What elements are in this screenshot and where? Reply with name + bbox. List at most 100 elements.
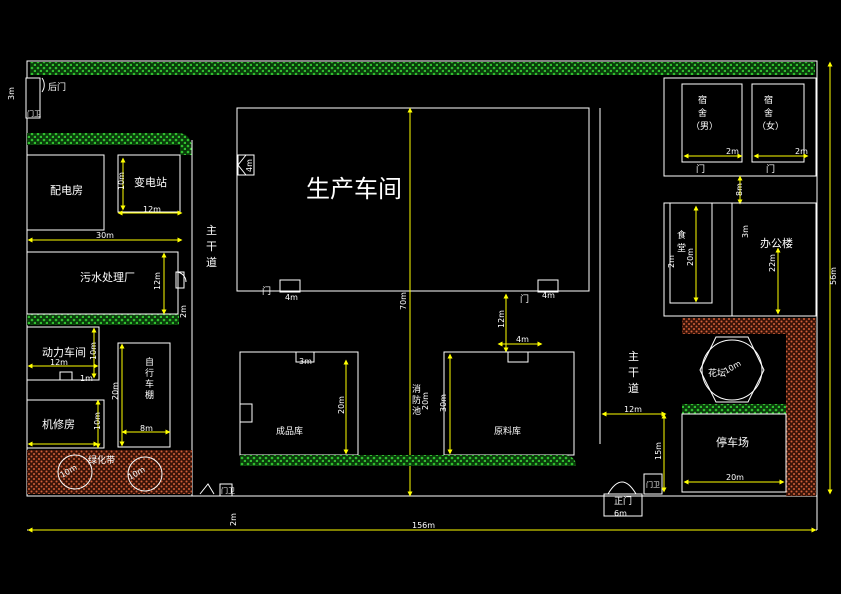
svg-text:门卫: 门卫 bbox=[221, 486, 235, 495]
back-gate[interactable]: 门卫 bbox=[25, 77, 45, 119]
back-gate-label: 后门 bbox=[48, 81, 66, 93]
machine-room bbox=[26, 399, 105, 449]
sewage-plant-label: 污水处理厂 bbox=[80, 271, 135, 284]
flower-circle bbox=[701, 339, 763, 401]
finished-door[interactable] bbox=[295, 351, 315, 363]
dim-canteen-w: 2m bbox=[667, 255, 676, 268]
dim-workshop-door3: 4m bbox=[542, 291, 555, 300]
dim-raw-h: 30m bbox=[439, 394, 448, 412]
dim-raw-door: 4m bbox=[516, 335, 529, 344]
workshop-door-label-2: 门 bbox=[520, 293, 529, 305]
distribution-room bbox=[26, 154, 105, 231]
dim-parking-h: 15m bbox=[654, 442, 663, 460]
paving-strip bbox=[682, 318, 816, 334]
flower-bed-label: 花坛 bbox=[708, 367, 726, 379]
dorm-zone bbox=[663, 77, 817, 177]
dim-parking-w: 20m bbox=[726, 473, 744, 482]
raw-door[interactable] bbox=[507, 351, 529, 363]
dorm-male bbox=[681, 83, 743, 163]
main-road-right: 主干道 bbox=[628, 350, 639, 395]
power-workshop-label: 动力车间 bbox=[42, 345, 86, 359]
dim-machine-h: 10m bbox=[93, 412, 102, 430]
distribution-room-label: 配电房 bbox=[50, 184, 83, 197]
main-gate[interactable] bbox=[603, 481, 643, 517]
dim-flower: 10m bbox=[723, 359, 743, 376]
dorm-female-label: 宿舍（女） bbox=[757, 94, 784, 132]
parking-label: 停车场 bbox=[716, 435, 749, 449]
dim-workshop-h: 70m bbox=[399, 292, 408, 310]
raw-store bbox=[443, 351, 575, 456]
dim-workshop-door2: 4m bbox=[285, 293, 298, 302]
workshop-door-label: 门 bbox=[262, 285, 271, 297]
dim-bike-w: 8m bbox=[140, 424, 153, 433]
dorm-male-door: 门 bbox=[696, 163, 705, 175]
back-gate-tag: 门卫 bbox=[27, 109, 41, 118]
fire-pool-label: 消防池 bbox=[412, 383, 421, 417]
flower-bed bbox=[699, 336, 765, 403]
small-guardhouse[interactable]: 门卫 bbox=[199, 483, 235, 497]
dim-power-h: 10m bbox=[89, 342, 98, 360]
finished-side-door[interactable] bbox=[239, 403, 253, 423]
paving-column bbox=[786, 318, 816, 496]
dim-road-gap: 12m bbox=[497, 310, 506, 328]
machine-room-label: 机修房 bbox=[42, 417, 75, 431]
dim-gate-w: 6m bbox=[614, 509, 627, 518]
production-workshop-label: 生产车间 bbox=[306, 175, 402, 203]
dim-dorm-w2: 2m bbox=[795, 147, 808, 156]
left-hedge-strip bbox=[27, 314, 179, 325]
office-label: 办公楼 bbox=[760, 236, 793, 250]
production-workshop bbox=[236, 107, 590, 292]
left-hedge bbox=[27, 133, 192, 155]
dim-finished-door: 3m bbox=[299, 357, 312, 366]
dim-top-gap: 3m bbox=[7, 87, 16, 100]
sewage-plant bbox=[26, 251, 179, 315]
dim-sewage-gap: 2m bbox=[179, 305, 188, 318]
dim-right-road: 12m bbox=[624, 405, 642, 414]
dim-dorm-gap: 8m bbox=[735, 183, 744, 196]
bike-shed bbox=[117, 342, 171, 448]
dim-left-band: 30m bbox=[96, 231, 114, 240]
dim-total-height: 56m bbox=[829, 267, 838, 285]
main-gate-label: 正门 bbox=[614, 495, 632, 507]
parking-hedge bbox=[682, 404, 786, 414]
dorm-female bbox=[751, 83, 805, 163]
dim-substation-h: 10m bbox=[117, 172, 126, 190]
dim-workshop-door1: 4m bbox=[245, 159, 254, 172]
dim-power-gap: 1m bbox=[80, 374, 93, 383]
bike-shed-label: 自行车棚 bbox=[145, 356, 154, 401]
workshop-door-left[interactable] bbox=[237, 154, 255, 176]
green-area-label: 绿化带 bbox=[88, 454, 115, 466]
substation-label: 变电站 bbox=[134, 175, 167, 189]
finished-store-label: 成品库 bbox=[276, 425, 303, 437]
canteen bbox=[669, 202, 713, 304]
dim-finished-h: 20m bbox=[337, 396, 346, 414]
svg-text:门卫: 门卫 bbox=[646, 480, 660, 489]
dim-office-w: 3m bbox=[741, 225, 750, 238]
dim-substation-w: 12m bbox=[143, 205, 161, 214]
workshop-door-bottom[interactable] bbox=[279, 279, 301, 293]
top-hedge bbox=[30, 62, 815, 75]
dorm-female-door: 门 bbox=[766, 163, 775, 175]
main-road-left: 主干道 bbox=[206, 224, 217, 269]
dim-total-width: 156m bbox=[412, 521, 435, 530]
canteen-label: 食堂 bbox=[677, 229, 686, 254]
parking-lot bbox=[681, 413, 787, 493]
dim-bottom-gap: 2m bbox=[229, 513, 238, 526]
power-door[interactable] bbox=[59, 371, 73, 381]
green-area bbox=[27, 450, 192, 494]
dim-office-h: 22m bbox=[768, 254, 777, 272]
dim-fire-h: 20m bbox=[421, 392, 430, 410]
green-circle-1 bbox=[57, 454, 93, 490]
dim-bike-h: 20m bbox=[111, 382, 120, 400]
green-circle-2 bbox=[127, 456, 163, 492]
workshop-door-right[interactable] bbox=[537, 279, 559, 293]
dim-dorm-w1: 2m bbox=[726, 147, 739, 156]
dorm-male-label: 宿舍（男） bbox=[691, 94, 718, 132]
raw-store-label: 原料库 bbox=[494, 425, 521, 437]
gatehouse[interactable]: 门卫 bbox=[643, 473, 663, 495]
office-building bbox=[731, 202, 817, 317]
bottom-hedge bbox=[240, 455, 576, 466]
dim-power-w: 12m bbox=[50, 358, 68, 367]
sewage-door[interactable] bbox=[175, 271, 187, 289]
